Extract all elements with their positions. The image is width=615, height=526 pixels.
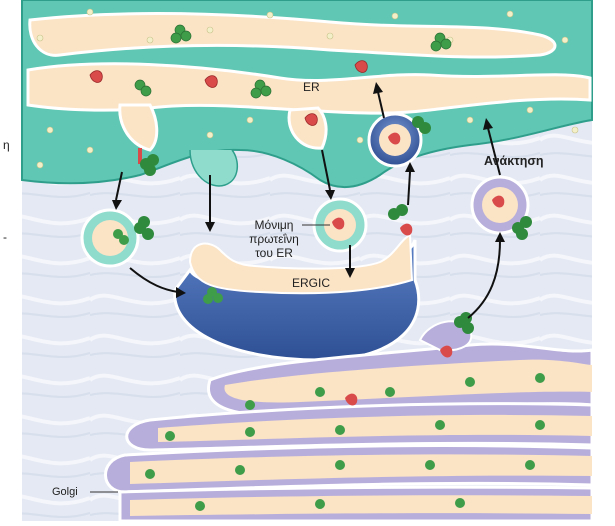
- retrieval-vesicle-right: [470, 175, 532, 240]
- er-resident-proteins: [89, 60, 368, 126]
- resident-protein-label-line2: πρωτεΐνη: [249, 232, 299, 246]
- golgi-label: Golgi: [52, 486, 78, 498]
- vesicle-left: [80, 208, 154, 268]
- ergic: [173, 204, 421, 362]
- resident-protein-label-line3: του ER: [255, 246, 293, 260]
- er-budding-site: [189, 149, 239, 187]
- transport-arrows: [115, 91, 501, 319]
- ergic-label: ERGIC: [292, 276, 331, 290]
- cropped-text-fragment-mid: -: [3, 230, 7, 244]
- golgi-stack: [104, 312, 594, 523]
- retrieval-label: Ανάκτηση: [484, 154, 544, 168]
- arrowheads: [112, 82, 505, 298]
- resident-protein-label-line1: Μόνιμη: [254, 218, 294, 232]
- cropped-text-fragment-top: η: [3, 138, 10, 152]
- leader-lines: [90, 224, 330, 493]
- retrieval-vesicle-top: [367, 112, 431, 168]
- er-receptor: [138, 148, 159, 176]
- er-cargo: [134, 24, 452, 99]
- er-label: ER: [303, 80, 320, 94]
